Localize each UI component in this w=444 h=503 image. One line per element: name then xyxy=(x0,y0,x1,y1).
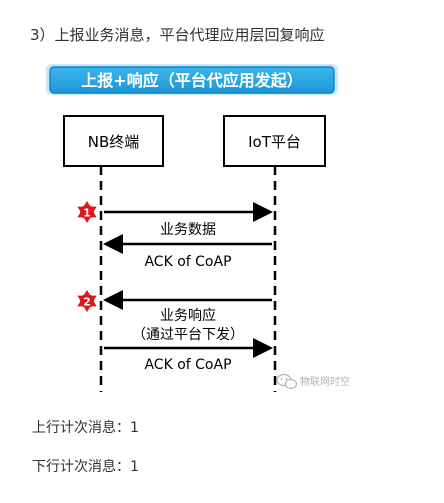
banner-text: 上报+响应（平台代应用发起） xyxy=(81,71,302,90)
msg1-label: 业务数据 xyxy=(160,222,216,238)
section-heading: 3）上报业务消息，平台代理应用层回复响应 xyxy=(30,26,325,44)
downlink-count-text: 下行计次消息：1 xyxy=(32,459,139,475)
msg3-label-line2: （通过平台下发） xyxy=(132,327,244,343)
sequence-diagram: 上报+响应（平台代应用发起） NB终端 IoT平台 1 2 业务数据 xyxy=(38,58,356,396)
watermark: 物联网时空 xyxy=(276,373,350,390)
msg4-label: ACK of CoAP xyxy=(144,357,231,373)
uplink-count-text: 上行计次消息：1 xyxy=(32,420,139,436)
msg2-label: ACK of CoAP xyxy=(144,254,231,270)
watermark-text: 物联网时空 xyxy=(300,375,350,388)
step-badge-1: 1 xyxy=(77,201,97,223)
step-badge-2-label: 2 xyxy=(83,296,91,309)
diagram-banner: 上报+响应（平台代应用发起） xyxy=(46,64,338,95)
lane-label-platform: IoT平台 xyxy=(248,133,301,151)
wechat-icon xyxy=(276,373,298,390)
lane-label-terminal: NB终端 xyxy=(88,133,140,151)
lane-box-platform: IoT平台 xyxy=(223,115,326,167)
msg3-label-line1: 业务响应 xyxy=(160,307,216,324)
step-badge-1-label: 1 xyxy=(83,207,91,220)
step-badge-2: 2 xyxy=(77,290,97,312)
sequence-diagram-svg: 上报+响应（平台代应用发起） NB终端 IoT平台 1 2 业务数据 xyxy=(46,64,350,392)
lane-box-terminal: NB终端 xyxy=(63,115,164,167)
